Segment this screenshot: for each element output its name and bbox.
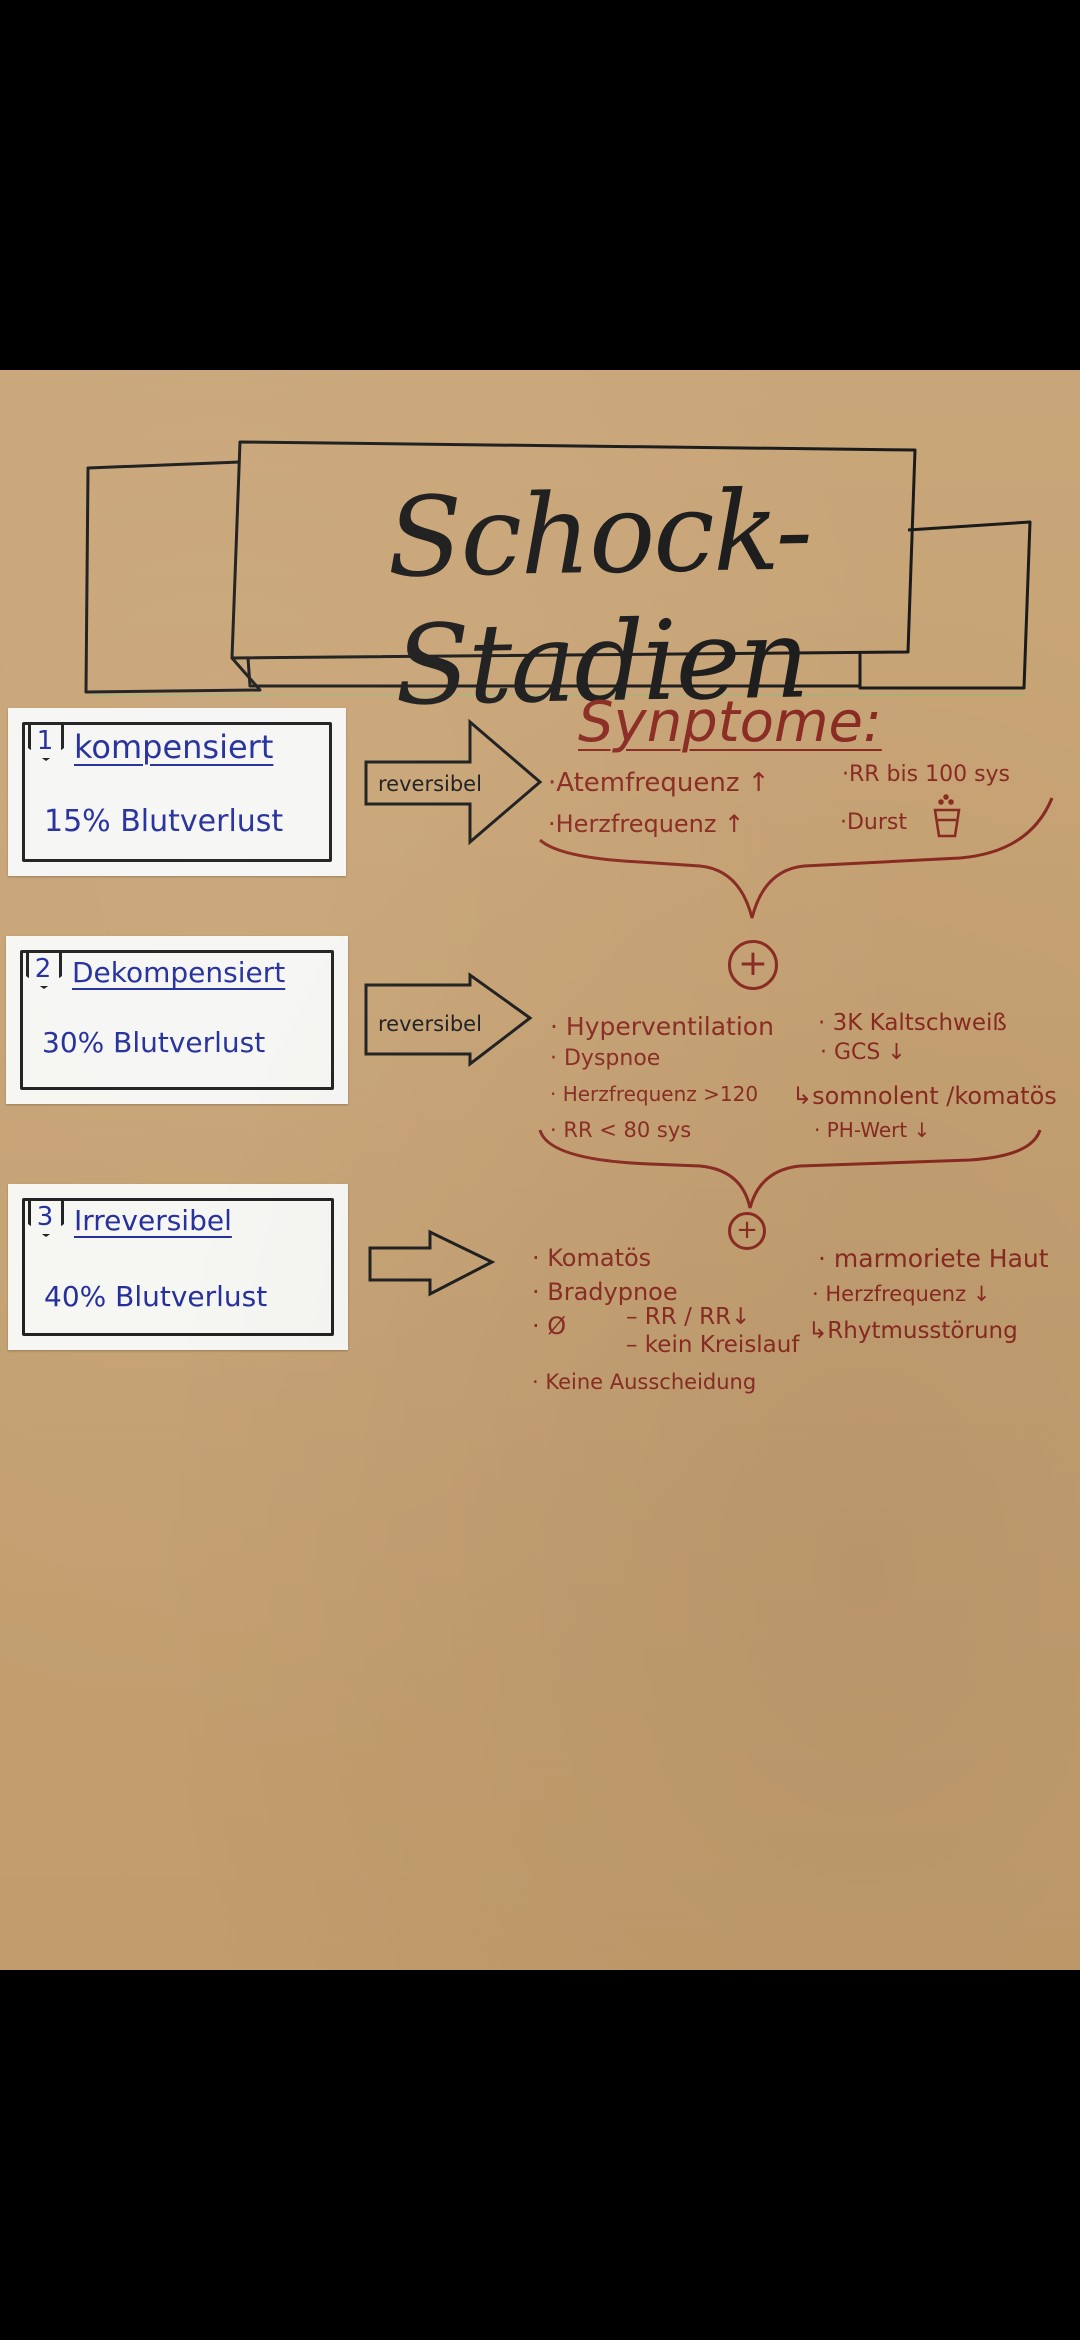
symptom-item: ↳Rhytmusstörung [808,1318,1018,1344]
stage-card-2: 2 Dekompensiert 30% Blutverlust [6,936,348,1104]
plus-circle-icon: + [728,940,778,990]
symptom-item: · Ø [532,1312,567,1340]
symptom-item: – RR / RR↓ [626,1304,751,1330]
ink-drawings [84,440,1054,1297]
symptom-item: · GCS ↓ [820,1040,906,1065]
symptom-item: · PH-Wert ↓ [814,1118,931,1142]
shield-number-icon: 3 [30,1200,60,1234]
plus-circle-icon: + [728,1212,766,1250]
arrow-label: reversibel [378,772,482,796]
symptom-item: · 3K Kaltschweiß [818,1010,1007,1036]
symptom-item: · marmoriete Haut [818,1244,1049,1273]
stage-blood-loss: 15% Blutverlust [44,804,284,839]
shield-number-icon: 1 [30,724,60,758]
stage-card-1: 1 kompensiert 15% Blutverlust [8,708,346,876]
symptom-item: · Bradypnoe [532,1278,678,1306]
stage-name: Irreversibel [74,1204,232,1237]
symptom-item: – kein Kreislauf [626,1332,800,1358]
symptom-item: · Dyspnoe [550,1046,661,1071]
poster-paper: Schock-Stadien 1 kompensiert 15% Blutver… [0,370,1080,1970]
cup-icon [933,794,961,838]
symptom-item: ·Durst [840,810,908,835]
curly-brace [538,1129,1042,1209]
symptom-item: ·Herzfrequenz ↑ [548,810,745,838]
stage-name: kompensiert [74,728,274,766]
symptom-item: · Herzfrequenz >120 [550,1082,759,1106]
right-arrow-icon [364,972,533,1068]
symptom-item: · Hyperventilation [550,1012,774,1041]
stage-card-3: 3 Irreversibel 40% Blutverlust [8,1184,348,1350]
stage-name: Dekompensiert [72,956,286,989]
curly-brace [538,797,1054,919]
symptom-item: · Komatös [532,1244,652,1272]
symptom-item: ·RR bis 100 sys [842,762,1011,787]
symptom-item: · Herzfrequenz ↓ [812,1282,991,1306]
banner-outline [84,440,1032,694]
shield-number-icon: 2 [28,952,58,986]
symptom-item: ·Atemfrequenz ↑ [548,768,770,798]
right-arrow-icon [364,718,543,846]
symptoms-heading: Synptome: [578,690,882,755]
symptom-item: · RR < 80 sys [550,1118,692,1142]
stage-blood-loss: 40% Blutverlust [44,1280,268,1313]
stage-blood-loss: 30% Blutverlust [42,1026,266,1059]
arrow-label: reversibel [378,1012,482,1036]
symptom-item: · Keine Ausscheidung [532,1370,757,1394]
right-arrow-icon [368,1229,496,1297]
symptom-item: ↳somnolent /komatös [792,1082,1057,1110]
